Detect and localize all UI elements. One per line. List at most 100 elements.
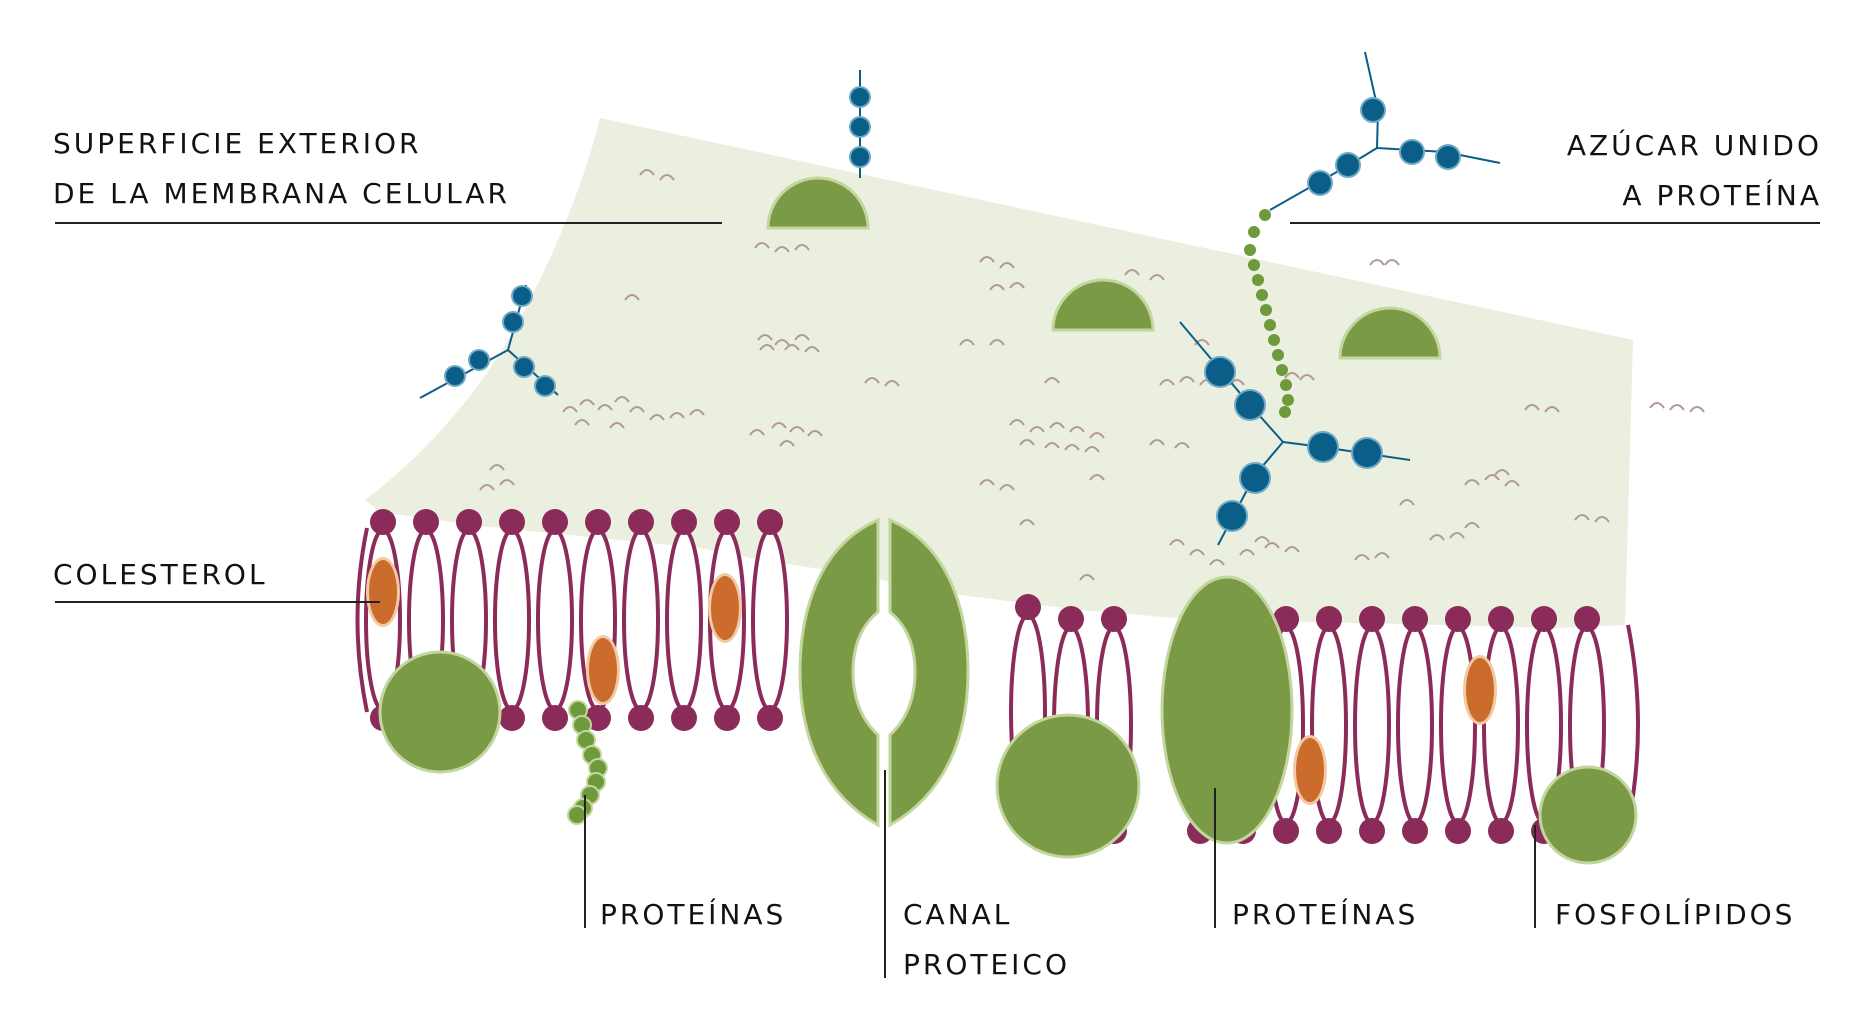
- phospholipid-head-top: [757, 509, 783, 535]
- surface-mark: [1284, 546, 1300, 553]
- surface-mark: [659, 174, 675, 181]
- phospholipid-head-top: [413, 509, 439, 535]
- phospholipid-head-bottom: [757, 705, 783, 731]
- phospholipid-head-top: [714, 509, 740, 535]
- surface-mark: [1464, 522, 1480, 529]
- surface-mark: [1384, 259, 1400, 266]
- phospholipid-head-top: [1316, 606, 1342, 632]
- sugar-chain-bead: [1248, 226, 1260, 238]
- sugar-chain-bead: [1279, 406, 1291, 418]
- sugar-chain-bead: [1244, 244, 1256, 256]
- sugar-bead: [851, 148, 869, 166]
- sugar-bead: [1236, 391, 1264, 419]
- surface-mark: [1429, 534, 1445, 541]
- surface-mark: [1209, 559, 1225, 566]
- phospholipid-head-bottom: [1359, 818, 1385, 844]
- surface-mark: [1009, 419, 1025, 426]
- surface-mark: [1009, 282, 1025, 289]
- surface-mark: [1484, 474, 1500, 481]
- phospholipid-tail-loop: [665, 528, 703, 712]
- phospholipid-head-top: [1015, 594, 1041, 621]
- surface-mark: [1649, 402, 1665, 409]
- bilayer-left-edge: [355, 527, 369, 713]
- surface-mark: [779, 440, 795, 447]
- surface-mark: [1494, 469, 1510, 476]
- sugar-bead: [1401, 141, 1423, 163]
- sugar-bead: [1337, 154, 1359, 176]
- phospholipid-head-bottom: [1402, 818, 1428, 844]
- surface-mark: [1574, 514, 1590, 521]
- phospholipid-head-top: [456, 509, 482, 535]
- surface-mark: [1524, 404, 1540, 411]
- phospholipid-tail-loop: [493, 528, 531, 712]
- surface-mark: [1689, 406, 1705, 413]
- surface-mark: [1284, 372, 1300, 379]
- surface-mark: [1299, 374, 1315, 381]
- surface-mark: [629, 406, 645, 413]
- phospholipid-tail-loop: [751, 528, 789, 712]
- sugar-bead: [513, 287, 531, 305]
- surface-mark: [794, 244, 810, 251]
- surface-mark: [999, 262, 1015, 269]
- phospholipid-tail-loop: [1353, 625, 1391, 825]
- phospholipid-head-top: [1058, 606, 1084, 632]
- surface-mark: [579, 399, 595, 406]
- cholesterol-molecules: [366, 557, 1497, 805]
- sugar-bead: [504, 313, 522, 331]
- surface-mark: [1169, 539, 1185, 546]
- peripheral-protein: [766, 176, 870, 230]
- label-outer-surface-line2: DE LA MEMBRANA CELULAR: [53, 177, 510, 210]
- sugar-chain-bead: [1256, 289, 1268, 301]
- surface-mark: [1149, 274, 1165, 281]
- surface-mark: [1594, 516, 1610, 523]
- peripheral-protein: [1338, 306, 1442, 360]
- surface-mark: [1544, 406, 1560, 413]
- label-phospholipids: FOSFOLÍPIDOS: [1555, 897, 1795, 931]
- surface-mark: [1399, 499, 1415, 506]
- surface-mark: [669, 412, 685, 419]
- label-channel-line2: PROTEICO: [903, 948, 1070, 981]
- surface-mark: [804, 346, 820, 353]
- phospholipid-tail-loop: [536, 528, 574, 712]
- phospholipid-head-bottom: [1273, 818, 1299, 844]
- surface-mark: [1159, 379, 1175, 386]
- surface-mark: [1254, 536, 1270, 543]
- surface-mark: [479, 484, 495, 491]
- surface-texture-marks: [479, 169, 1705, 581]
- sugar-chains: [419, 51, 1501, 825]
- phospholipid-tail-loop: [1482, 625, 1520, 825]
- surface-mark: [1669, 404, 1685, 411]
- surface-mark: [1064, 444, 1080, 451]
- surface-mark: [1149, 439, 1165, 446]
- surface-mark: [1124, 269, 1140, 276]
- surface-mark: [1044, 442, 1060, 449]
- label-channel-line1: CANAL: [903, 898, 1012, 931]
- surface-mark: [562, 406, 578, 413]
- phospholipid-head-top: [628, 509, 654, 535]
- surface-mark: [614, 396, 630, 403]
- surface-mark: [1049, 422, 1065, 429]
- label-outer-surface-line1: SUPERFICIE EXTERIOR: [53, 127, 421, 160]
- surface-mark: [959, 339, 975, 346]
- phospholipid-head-top: [1273, 606, 1299, 632]
- sugar-chain-bead: [1248, 259, 1260, 271]
- surface-mark: [689, 409, 705, 416]
- membrane-outer-surface: [365, 118, 1633, 628]
- sugar-bead: [851, 88, 869, 106]
- phospholipid-head-bottom: [671, 705, 697, 731]
- surface-mark: [1029, 426, 1045, 433]
- sugar-bead: [1309, 172, 1331, 194]
- sugar-chain-bead: [1268, 334, 1280, 346]
- surface-mark: [1089, 474, 1105, 481]
- surface-mark: [1449, 532, 1465, 539]
- membrane-proteins: [378, 176, 1638, 865]
- surface-mark: [807, 430, 823, 437]
- surface-mark: [499, 479, 515, 486]
- surface-mark: [979, 256, 995, 263]
- phospholipid-head-top: [1359, 606, 1385, 632]
- surface-mark: [1194, 339, 1210, 346]
- surface-mark: [1019, 519, 1035, 526]
- cholesterol: [711, 576, 739, 640]
- phospholipid-head-top: [1574, 606, 1600, 632]
- surface-mark: [1504, 480, 1520, 487]
